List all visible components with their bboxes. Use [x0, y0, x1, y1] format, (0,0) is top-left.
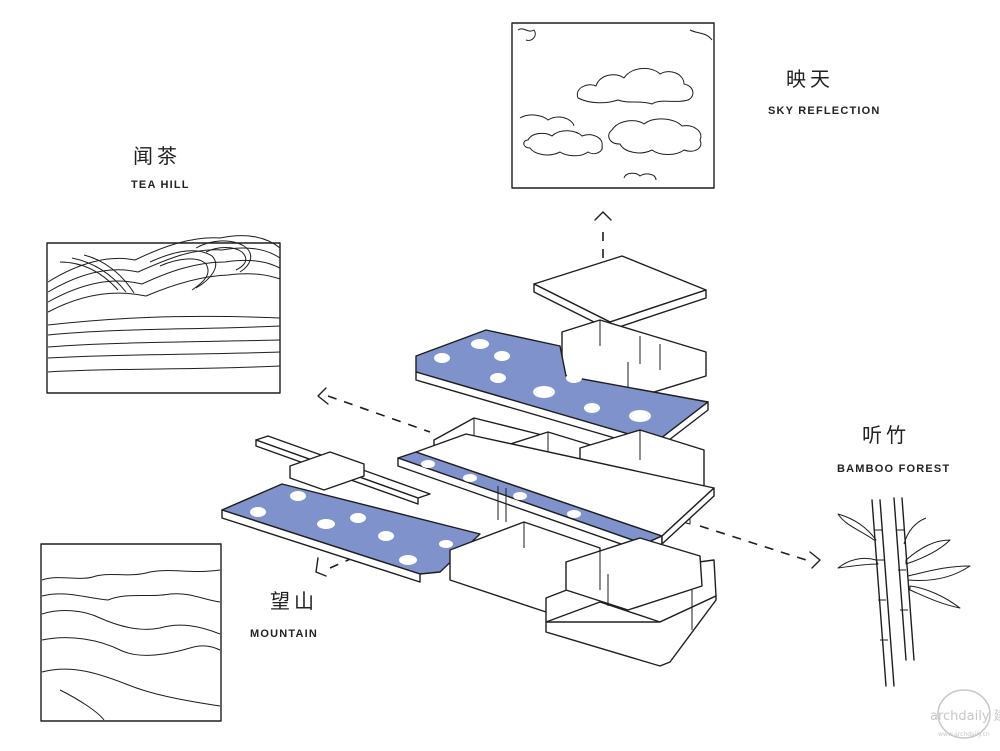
bamboo-forest-en-label: BAMBOO FOREST — [837, 463, 950, 475]
bamboo-sketch — [837, 497, 971, 687]
exploded-building — [221, 255, 717, 667]
walkway — [255, 435, 431, 505]
sky-reflection-en-label: SKY REFLECTION — [768, 105, 881, 117]
archdaily-watermark: archdaily 建筑 www.archdaily.cn — [930, 689, 1000, 739]
watermark-domain: www.archdaily.cn — [938, 731, 990, 738]
bamboo-forest-cn-label: 听竹 — [862, 423, 910, 447]
mountain-sketch — [40, 543, 222, 722]
mountain-cn-label: 望山 — [270, 589, 318, 613]
tea-hill-en-label: TEA HILL — [131, 179, 190, 191]
sky-reflection-sketch — [511, 22, 715, 189]
upper-pool-slab — [415, 329, 709, 451]
pool-cloud-marks — [434, 339, 651, 422]
view-arrow-bamboo — [699, 525, 821, 569]
watermark-brand: archdaily 建筑 — [930, 708, 1000, 724]
ground-volume — [449, 521, 717, 667]
view-arrow-tea-hill — [317, 387, 431, 433]
tea-hill-cn-label: 闻茶 — [133, 144, 181, 168]
roof-slab — [533, 255, 707, 331]
middle-floor-slab — [415, 433, 715, 545]
mountain-en-label: MOUNTAIN — [250, 628, 318, 640]
sky-reflection-cn-label: 映天 — [786, 67, 834, 91]
tea-hill-sketch — [46, 235, 281, 394]
lower-pool-slab — [221, 483, 481, 583]
